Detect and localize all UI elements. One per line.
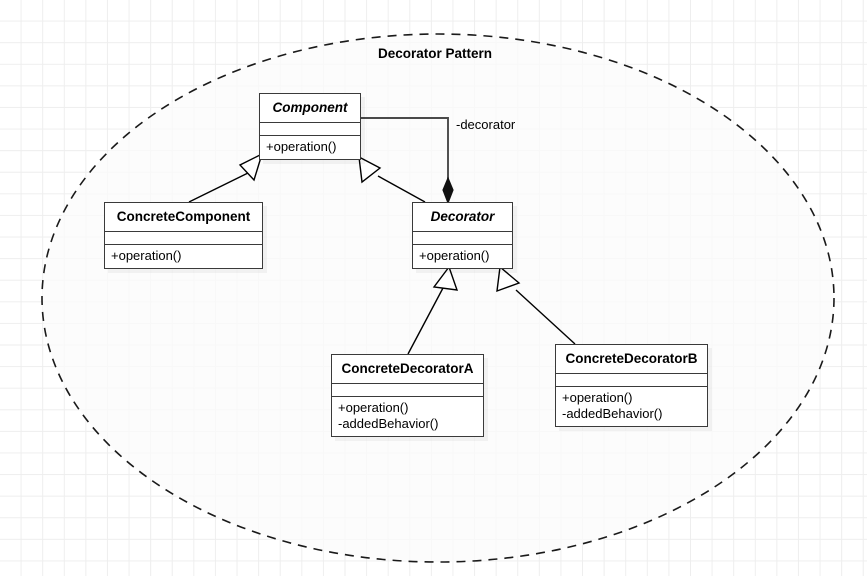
uml-class-decorator[interactable]: Decorator +operation() [412, 202, 513, 269]
uml-class-name-concretedecoratorb: ConcreteDecoratorB [556, 345, 707, 374]
uml-operation: +operation() [266, 138, 337, 154]
uml-operation: +operation() [338, 399, 409, 415]
uml-operations-compartment-decorator: +operation() [413, 245, 512, 268]
uml-attributes-compartment-concretecomponent [105, 232, 262, 245]
uml-class-component[interactable]: Component +operation() [259, 93, 361, 160]
uml-operations-compartment-concretedecoratora: +operation() -addedBehavior() [332, 397, 483, 436]
uml-operation: +operation() [419, 247, 490, 263]
uml-operation: -addedBehavior() [338, 415, 439, 431]
uml-class-name-component: Component [260, 94, 360, 123]
generalization-decorator-to-component [358, 155, 426, 203]
uml-operation: +operation() [111, 247, 182, 263]
uml-class-name-concretecomponent: ConcreteComponent [105, 203, 262, 232]
pattern-title-label: Decorator Pattern [378, 46, 493, 61]
association-role-label: -decorator [456, 117, 516, 132]
pattern-boundary-ellipse [41, 33, 835, 563]
generalization-concretedecoratorb-to-decorator [496, 265, 576, 345]
uml-attributes-compartment-concretedecoratorb [556, 374, 707, 387]
uml-attributes-compartment-concretedecoratora [332, 384, 483, 397]
uml-attributes-compartment-component [260, 123, 360, 136]
uml-operation: -addedBehavior() [562, 405, 663, 421]
uml-class-concretecomponent[interactable]: ConcreteComponent +operation() [104, 202, 263, 269]
generalization-concretecomponent-to-component [188, 152, 264, 203]
composition-diamond [442, 176, 454, 205]
generalization-concretedecoratora-to-decorator [407, 265, 459, 355]
uml-class-concretedecoratora[interactable]: ConcreteDecoratorA +operation() -addedBe… [331, 354, 484, 437]
composition-component-to-decorator [361, 117, 454, 205]
uml-operation: +operation() [562, 389, 633, 405]
uml-operations-compartment-component: +operation() [260, 136, 360, 159]
uml-class-name-concretedecoratora: ConcreteDecoratorA [332, 355, 483, 384]
uml-class-name-decorator: Decorator [413, 203, 512, 232]
uml-operations-compartment-concretecomponent: +operation() [105, 245, 262, 268]
uml-attributes-compartment-decorator [413, 232, 512, 245]
uml-operations-compartment-concretedecoratorb: +operation() -addedBehavior() [556, 387, 707, 426]
uml-class-concretedecoratorb[interactable]: ConcreteDecoratorB +operation() -addedBe… [555, 344, 708, 427]
